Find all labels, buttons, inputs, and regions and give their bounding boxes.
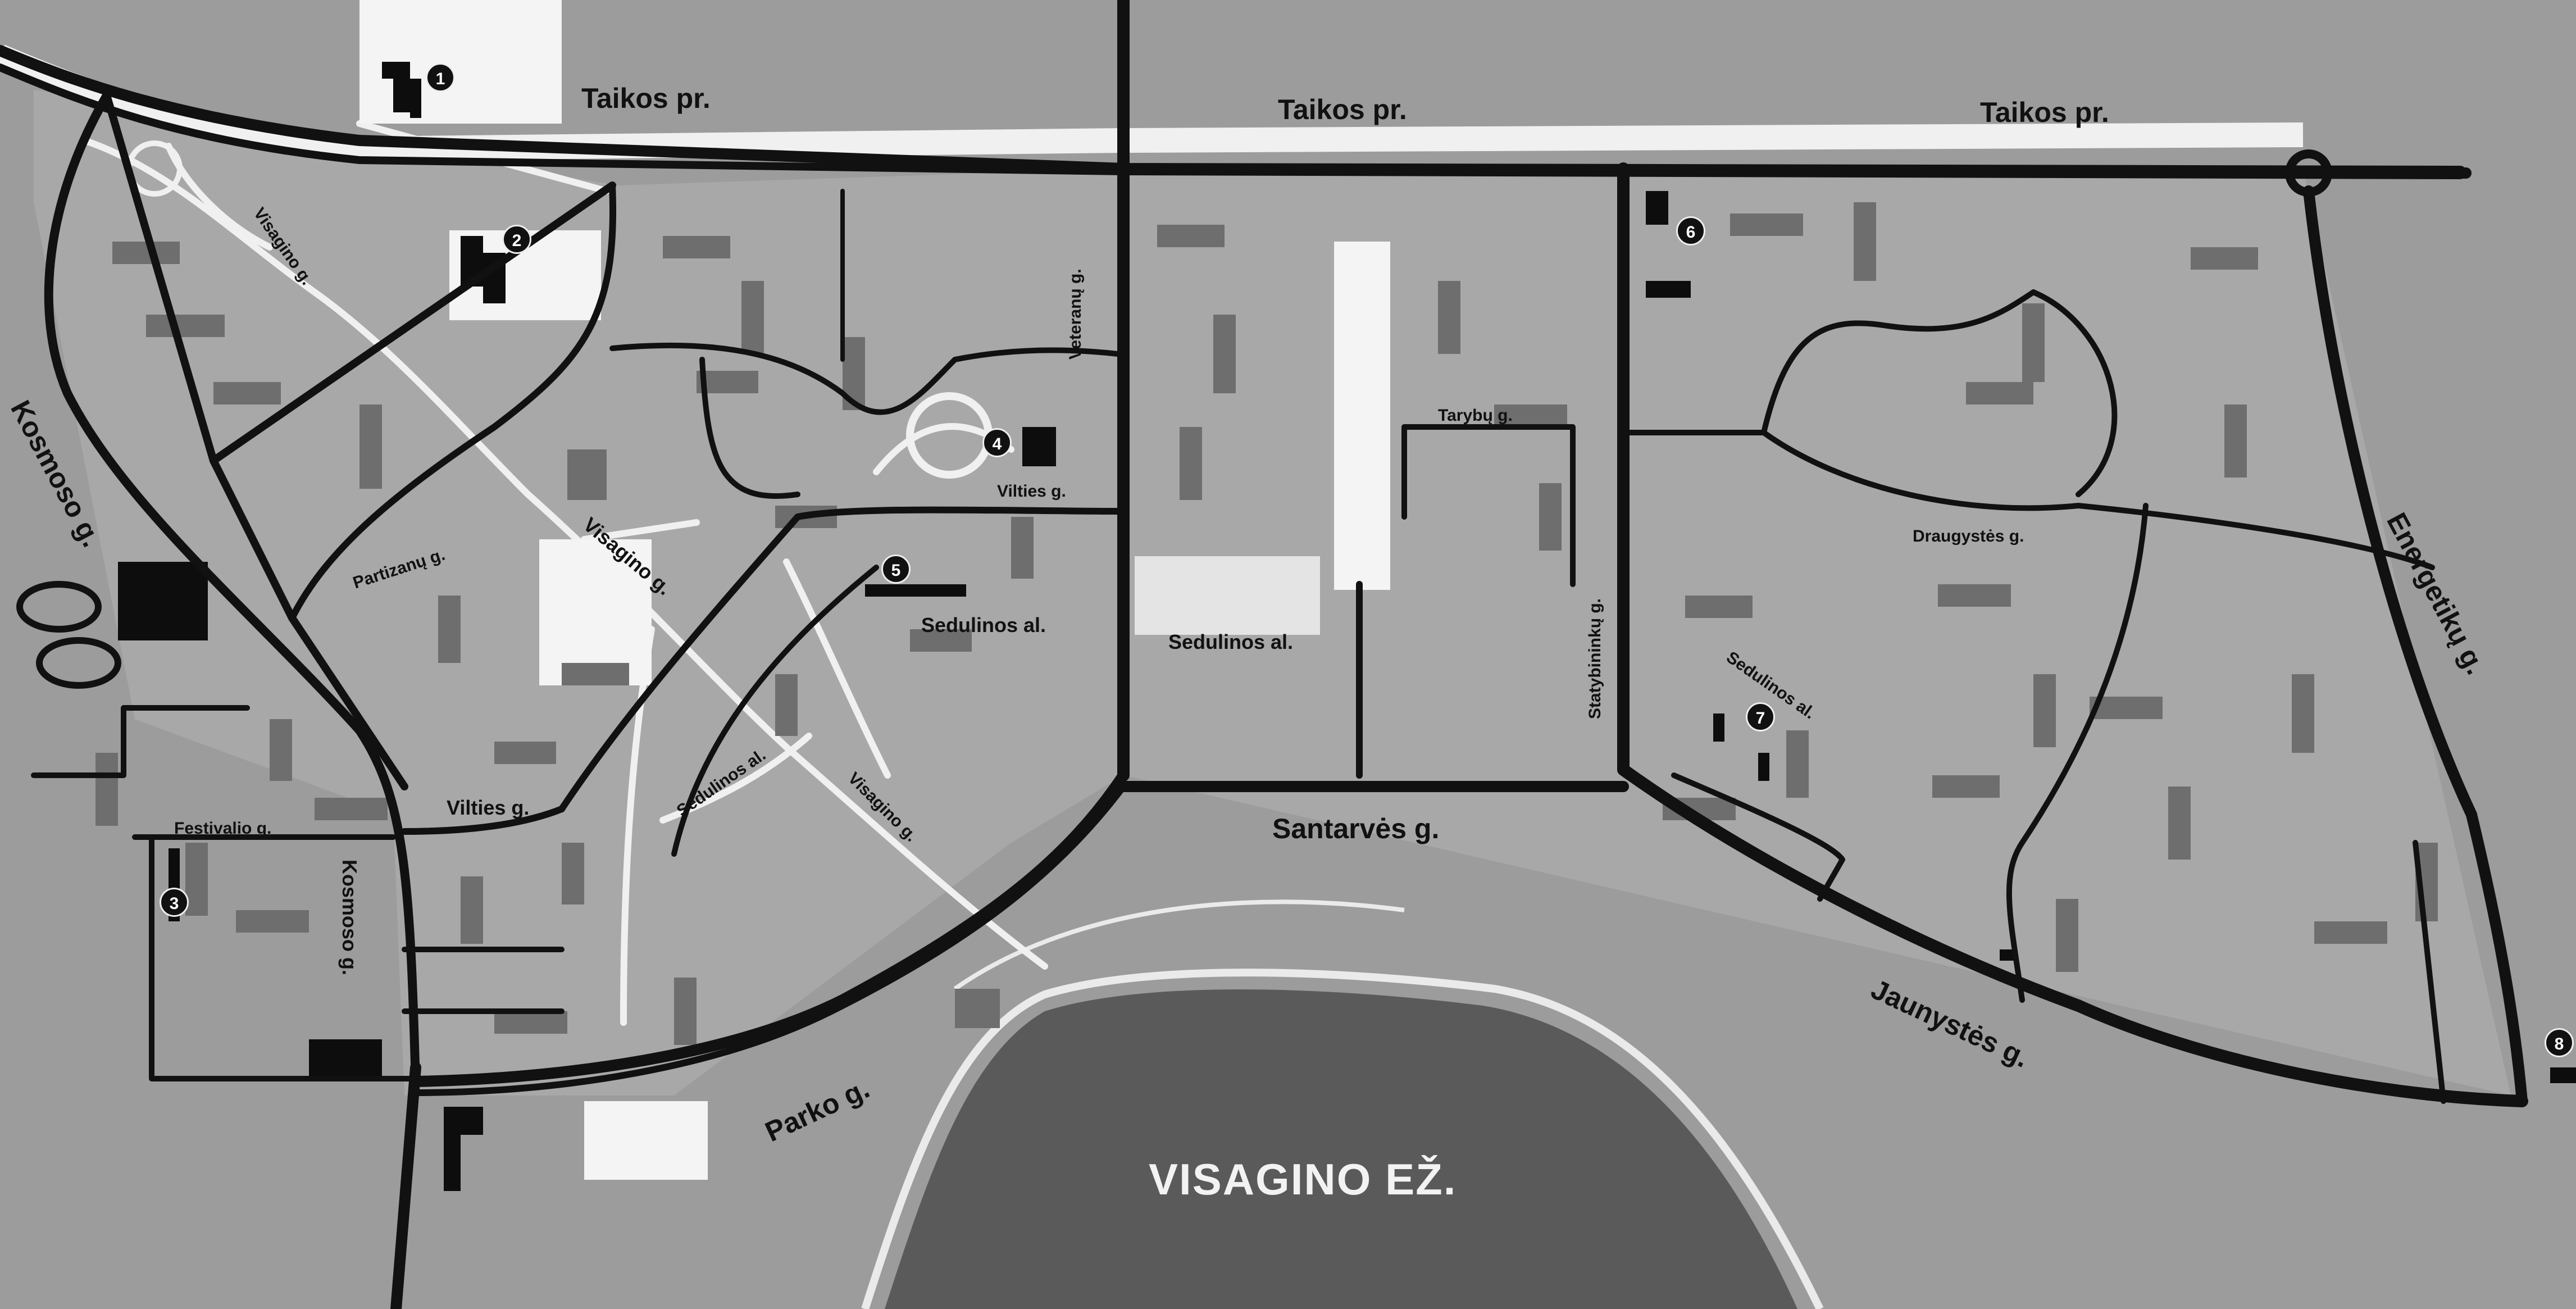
lake-label: VISAGINO EŽ. bbox=[1149, 1155, 1457, 1204]
lake-shape bbox=[885, 989, 1797, 1309]
street-label-santarves: Santarvės g. bbox=[1272, 813, 1440, 844]
street-label-tarybu: Tarybų g. bbox=[1438, 406, 1513, 425]
street-label-taikos-1: Taikos pr. bbox=[581, 83, 711, 114]
plaza bbox=[539, 539, 652, 685]
street-label-sedulinos-2: Sedulinos al. bbox=[1168, 630, 1294, 653]
marker-4[interactable]: 4 bbox=[982, 428, 1012, 457]
marker-8[interactable]: 8 bbox=[2545, 1028, 2574, 1057]
marker-7[interactable]: 7 bbox=[1746, 702, 1775, 731]
marker-3[interactable]: 3 bbox=[160, 888, 189, 917]
central-square bbox=[1334, 242, 1390, 590]
street-label-taikos-3: Taikos pr. bbox=[1980, 97, 2109, 128]
south-block bbox=[584, 1101, 708, 1180]
marker-6[interactable]: 6 bbox=[1676, 216, 1705, 246]
buildings bbox=[95, 202, 2438, 1045]
street-label-sedulinos-1: Sedulinos al. bbox=[921, 613, 1046, 637]
street-label-veteranu: Veteranų g. bbox=[1066, 269, 1085, 360]
street-label-statybininku: Statybininkų g. bbox=[1586, 598, 1604, 719]
street-label-vilties-1: Vilties g. bbox=[447, 796, 530, 819]
street-label-vilties-2: Vilties g. bbox=[997, 482, 1066, 501]
street-label-taikos-2: Taikos pr. bbox=[1278, 94, 1407, 125]
marker-1[interactable]: 1 bbox=[426, 63, 455, 92]
street-label-festivalio: Festivalio g. bbox=[174, 819, 272, 838]
shore-path bbox=[861, 969, 1824, 1309]
plaza-2 bbox=[1135, 556, 1320, 635]
landmarks bbox=[118, 62, 2576, 1191]
marker-5[interactable]: 5 bbox=[881, 554, 911, 584]
marker-2[interactable]: 2 bbox=[502, 225, 531, 254]
cloverleaf bbox=[16, 581, 121, 689]
shore-path-2 bbox=[953, 899, 1405, 991]
street-label-draugystes: Draugystės g. bbox=[1913, 527, 2024, 546]
street-label-kosmoso-2: Kosmoso g. bbox=[338, 860, 361, 976]
